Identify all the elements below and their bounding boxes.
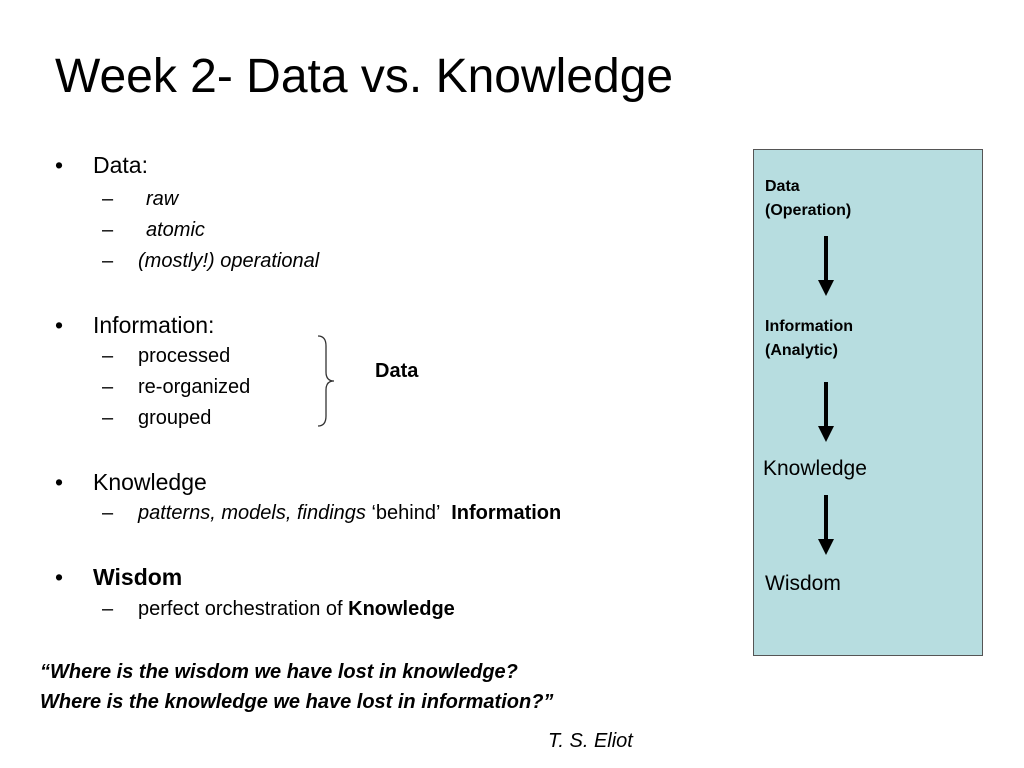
knowledge-sub-plain: ‘behind’ xyxy=(371,502,440,524)
data-item-atomic: atomic xyxy=(146,219,205,241)
wisdom-sub-bold: Knowledge xyxy=(348,598,455,620)
dash-glyph: – xyxy=(102,188,114,210)
down-arrow-icon xyxy=(818,495,834,555)
data-item-raw: raw xyxy=(146,188,179,210)
panel-data-title: Data xyxy=(765,178,800,195)
down-arrow-icon xyxy=(818,236,834,296)
bullet-wisdom-label: Wisdom xyxy=(93,564,183,590)
dash-glyph: – xyxy=(102,376,114,398)
dash-glyph: – xyxy=(102,250,114,272)
curly-brace-icon xyxy=(317,335,335,427)
brace-label: Data xyxy=(375,360,419,382)
bullet-glyph: • xyxy=(55,312,64,338)
bullet-data-label: Data: xyxy=(93,152,148,178)
panel-data-subtitle: (Operation) xyxy=(765,202,852,219)
dash-glyph: – xyxy=(102,502,114,524)
bullet-glyph: • xyxy=(55,564,64,590)
quote-line-2: Where is the knowledge we have lost in i… xyxy=(40,691,554,713)
quote-line-1: “Where is the wisdom we have lost in kno… xyxy=(40,661,518,683)
slide-title: Week 2- Data vs. Knowledge xyxy=(55,50,674,103)
bullet-glyph: • xyxy=(55,152,64,178)
panel-wisdom: Wisdom xyxy=(765,572,841,595)
bullet-knowledge-label: Knowledge xyxy=(93,469,207,495)
info-item-reorganized: re-organized xyxy=(138,376,251,398)
knowledge-sub-italic: patterns, models, findings xyxy=(138,502,366,524)
dash-glyph: – xyxy=(102,598,114,620)
quote-author: T. S. Eliot xyxy=(548,730,633,752)
down-arrow-icon xyxy=(818,382,834,442)
dash-glyph: – xyxy=(102,219,114,241)
bullet-glyph: • xyxy=(55,469,64,495)
panel-knowledge: Knowledge xyxy=(763,457,867,480)
panel-information-subtitle: (Analytic) xyxy=(765,342,838,359)
bullet-information-label: Information: xyxy=(93,312,215,338)
knowledge-sub-bold: Information xyxy=(451,502,562,524)
data-item-operational: (mostly!) operational xyxy=(138,250,320,272)
wisdom-sub-plain: perfect orchestration of xyxy=(138,598,343,620)
info-item-processed: processed xyxy=(138,345,231,367)
dash-glyph: – xyxy=(102,407,114,429)
hierarchy-panel xyxy=(753,149,983,656)
knowledge-sub-line: patterns, models, findings ‘behind’ Info… xyxy=(138,500,561,526)
wisdom-sub-line: perfect orchestration of Knowledge xyxy=(138,596,455,622)
info-item-grouped: grouped xyxy=(138,407,212,429)
panel-information-title: Information xyxy=(765,318,853,335)
dash-glyph: – xyxy=(102,345,114,367)
